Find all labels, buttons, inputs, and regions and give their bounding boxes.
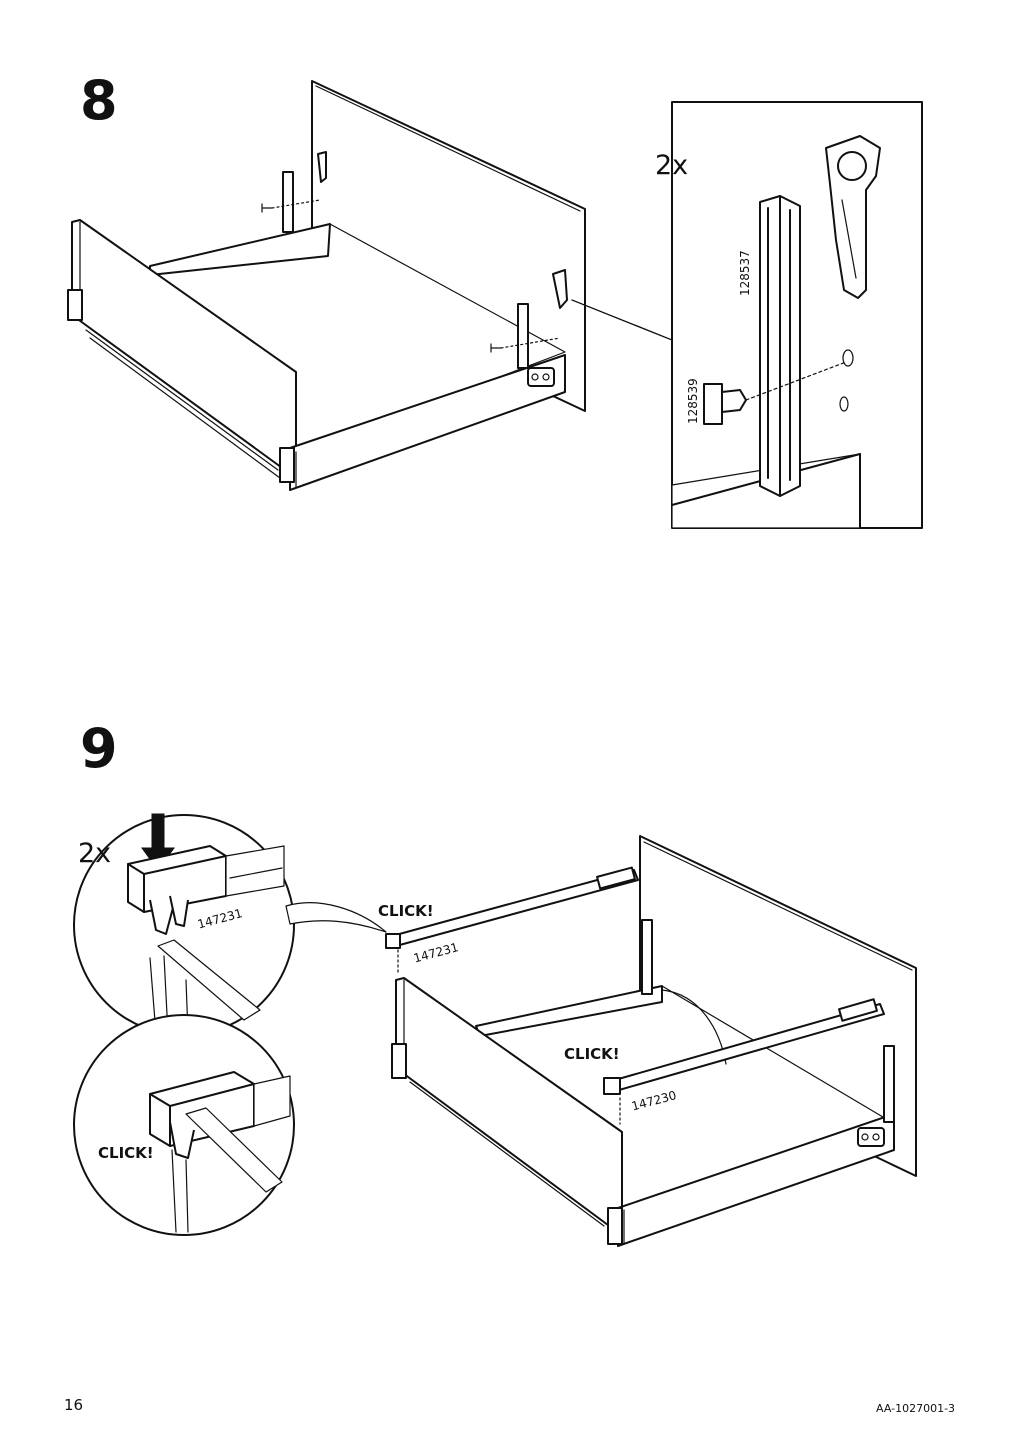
page-number: 16 — [64, 1396, 84, 1414]
click-label-rail-front: CLICK! — [378, 902, 434, 920]
step-8-number: 8 — [80, 69, 118, 132]
step-8-quantity: 2x — [655, 150, 689, 181]
back-post-left — [282, 171, 294, 233]
hook-part — [825, 135, 881, 299]
click-label-rail-back: CLICK! — [564, 1045, 620, 1063]
step-9-quantity: 2x — [78, 838, 112, 869]
click-label-detail: CLICK! — [98, 1144, 154, 1162]
step-9-number: 9 — [80, 717, 118, 780]
document-id: AA-1027001-3 — [876, 1402, 956, 1415]
cabinet-back-panel-9 — [639, 835, 917, 1177]
back-post-right — [517, 303, 529, 369]
